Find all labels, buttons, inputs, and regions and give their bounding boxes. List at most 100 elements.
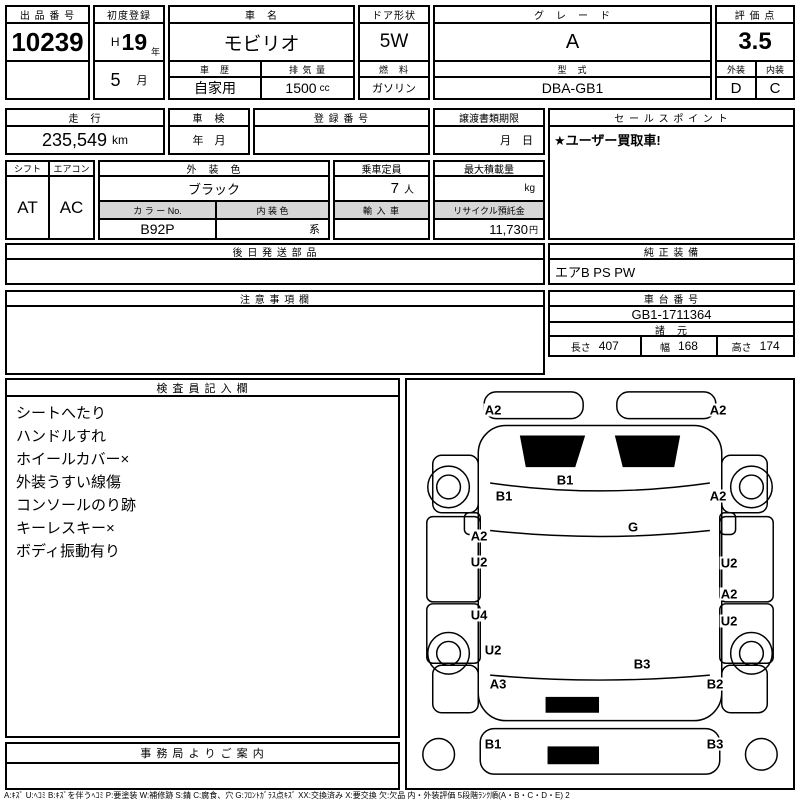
width-label: 幅 bbox=[659, 342, 670, 354]
genuine-equipment-block: 純 正 装 備 エアB PS PW bbox=[548, 243, 795, 285]
model-label: 型 式 bbox=[435, 62, 710, 78]
aircon-value: AC bbox=[48, 177, 93, 238]
damage-marker: B3 bbox=[632, 656, 652, 672]
history-cell: 車 歴 自家用 bbox=[170, 62, 260, 98]
mileage-unit: km bbox=[112, 133, 129, 147]
history-label: 車 歴 bbox=[170, 62, 260, 78]
grade-label: グ レ ー ド bbox=[435, 7, 710, 24]
exterior-grade-value: D bbox=[730, 79, 742, 97]
damage-marker: A2 bbox=[708, 402, 728, 418]
grade-value: A bbox=[435, 24, 710, 62]
exterior-color-block: 外 装 色 ブラック カ ラ ー No. 内 装 色 B92P 系 bbox=[98, 160, 330, 240]
transfer-deadline-block: 譲渡書類期限 月 日 bbox=[433, 108, 545, 155]
max-load-recycle-block: 最大積載量 kg リサイクル預託金 11,730 円 bbox=[433, 160, 545, 240]
lot-number-block: 出 品 番 号 10239 bbox=[5, 5, 90, 100]
car-diagram-drawing bbox=[422, 391, 778, 775]
lot-number-value: 10239 bbox=[7, 24, 88, 62]
lot-number-label: 出 品 番 号 bbox=[7, 7, 88, 24]
era-letter: H bbox=[110, 35, 120, 49]
recycle-value-cell: 11,730 円 bbox=[435, 220, 543, 238]
sales-point-label: セ ー ル ス ポ イ ン ト bbox=[550, 110, 793, 127]
genuine-equipment-label: 純 正 装 備 bbox=[550, 245, 793, 260]
displacement-value: 1500 bbox=[285, 80, 317, 96]
inspector-note: シートへたり bbox=[16, 405, 107, 422]
month-value: 5 bbox=[110, 69, 121, 90]
inspector-note: ホイールカバー× bbox=[16, 451, 130, 468]
damage-marker: B1 bbox=[494, 488, 514, 504]
shift-label: シフト bbox=[13, 164, 41, 174]
caution-value bbox=[7, 307, 543, 373]
damage-marker: A2 bbox=[719, 586, 739, 602]
max-load-unit: kg bbox=[435, 177, 543, 202]
transfer-deadline-label: 譲渡書類期限 bbox=[435, 110, 543, 127]
displacement-unit: cc bbox=[319, 82, 330, 94]
displacement-value-cell: 1500 cc bbox=[262, 78, 353, 98]
office-label: 事 務 局 よ り ご 案 内 bbox=[7, 744, 398, 764]
shift-aircon-block: シフト エアコン AT AC bbox=[5, 160, 95, 240]
car-name-label: 車 名 bbox=[170, 7, 353, 24]
damage-marker: U2 bbox=[719, 555, 739, 571]
inspector-note: ボディ振動有り bbox=[16, 543, 120, 560]
era-year: 19 bbox=[121, 28, 148, 55]
damage-marker: U4 bbox=[469, 607, 489, 623]
fuel-value: ガソリン bbox=[372, 83, 416, 95]
mileage-block: 走 行 235,549 km bbox=[5, 108, 165, 155]
office-value bbox=[7, 764, 398, 788]
shaken-label: 車 検 bbox=[170, 110, 248, 127]
exterior-color-label: 外 装 色 bbox=[100, 162, 328, 177]
shaken-block: 車 検 年 月 bbox=[168, 108, 250, 155]
length-label: 長さ bbox=[570, 342, 591, 354]
capacity-import-block: 乗車定員 7 人 輸 入 車 bbox=[333, 160, 430, 240]
damage-marker: A2 bbox=[483, 402, 503, 418]
damage-marker: A2 bbox=[708, 488, 728, 504]
month-unit: 月 bbox=[136, 75, 148, 87]
damage-marker: B1 bbox=[555, 472, 575, 488]
interior-grade-cell: 内装 C bbox=[755, 62, 793, 98]
damage-marker: U2 bbox=[719, 613, 739, 629]
door-value: 5W bbox=[360, 24, 428, 62]
grade-model-block: グ レ ー ド A 型 式 DBA-GB1 bbox=[433, 5, 712, 100]
office-block: 事 務 局 よ り ご 案 内 bbox=[5, 742, 400, 790]
recycle-unit: 円 bbox=[528, 224, 538, 235]
fuel-label: 燃 料 bbox=[360, 62, 428, 78]
score-value: 3.5 bbox=[717, 24, 793, 62]
capacity-label: 乗車定員 bbox=[335, 162, 428, 177]
displacement-label: 排 気 量 bbox=[262, 62, 353, 78]
later-parts-label: 後 日 発 送 部 品 bbox=[7, 245, 543, 260]
first-registration-label: 初度登録 bbox=[95, 7, 163, 24]
caution-label: 注 意 事 項 欄 bbox=[7, 292, 543, 307]
inspector-note: コンソールのり跡 bbox=[16, 497, 137, 514]
capacity-unit: 人 bbox=[404, 185, 414, 196]
registration-number-block: 登 録 番 号 bbox=[253, 108, 430, 155]
exterior-color-value: ブラック bbox=[100, 177, 328, 202]
length-value: 407 bbox=[598, 339, 619, 353]
inspector-label: 検 査 員 記 入 欄 bbox=[7, 380, 398, 397]
import-label: 輸 入 車 bbox=[335, 202, 428, 220]
chassis-label: 車 台 番 号 bbox=[550, 292, 793, 307]
car-name-value: モビリオ bbox=[170, 24, 353, 62]
inspector-note: ハンドルすれ bbox=[16, 428, 107, 445]
first-registration-year: H 19 年 bbox=[95, 24, 163, 62]
mileage-value: 235,549 bbox=[41, 129, 108, 150]
year-unit: 年 bbox=[150, 47, 160, 57]
height-value: 174 bbox=[759, 339, 780, 353]
transfer-deadline-value: 月 日 bbox=[500, 135, 533, 147]
registration-number-label: 登 録 番 号 bbox=[255, 110, 428, 127]
door-label: ドア形状 bbox=[360, 7, 428, 24]
model-value: DBA-GB1 bbox=[541, 80, 604, 96]
displacement-cell: 排 気 量 1500 cc bbox=[260, 62, 353, 98]
import-value bbox=[335, 220, 428, 238]
recycle-label: リサイクル預託金 bbox=[435, 202, 543, 220]
length-cell: 長さ 407 bbox=[550, 337, 640, 355]
color-no-value: B92P bbox=[140, 221, 175, 237]
color-no-label: カ ラ ー No. bbox=[100, 202, 215, 218]
chassis-value: GB1-1711364 bbox=[550, 307, 793, 323]
exterior-label: 外装 bbox=[717, 62, 755, 78]
caution-block: 注 意 事 項 欄 bbox=[5, 290, 545, 375]
first-registration-block: 初度登録 H 19 年 5 月 bbox=[93, 5, 165, 100]
registration-number-value bbox=[255, 127, 428, 153]
